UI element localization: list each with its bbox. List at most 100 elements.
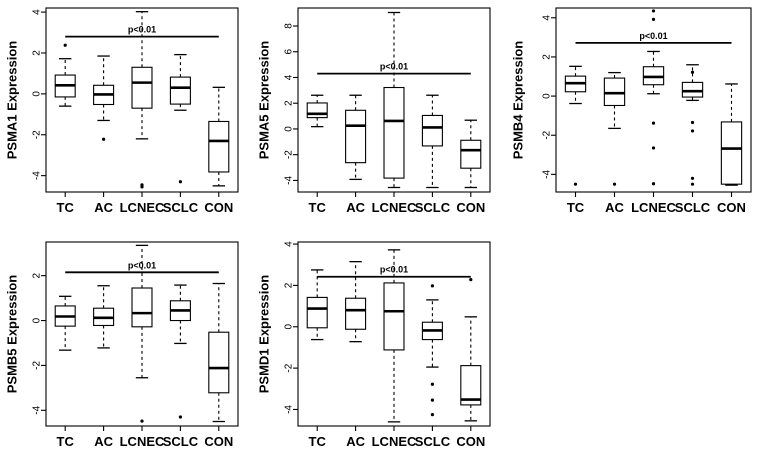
box-iqr [169, 76, 191, 105]
box-iqr [208, 331, 230, 394]
y-tick-label: -4 [284, 405, 295, 414]
x-category-label: SCLC [675, 200, 711, 215]
boxplot-sclc [421, 94, 443, 189]
outlier-point [690, 182, 695, 186]
x-category-label: SCLC [415, 434, 451, 449]
outlier-point [178, 180, 182, 184]
y-tick-label: 2 [32, 50, 43, 56]
x-category-label: CON [204, 200, 233, 215]
y-axis-title: PSMA5 Expression [257, 41, 272, 160]
y-tick-label: 2 [284, 100, 295, 106]
x-category-label: LCNEC [631, 200, 676, 215]
boxplot-lcnec [642, 9, 665, 186]
box-iqr [131, 66, 153, 109]
outlier-point [612, 182, 617, 186]
box-iqr [421, 114, 443, 147]
boxplot-lcnec [383, 249, 405, 423]
y-tick-label: 2 [32, 272, 43, 278]
y-tick-label: 2 [284, 282, 295, 288]
boxplot-con [460, 278, 482, 422]
boxplot-tc [54, 295, 76, 351]
y-tick-label: -2 [32, 361, 43, 370]
boxplot-ac [345, 94, 367, 181]
x-category-label: LCNEC [120, 434, 165, 449]
y-tick-label: -4 [32, 405, 43, 414]
x-category-label: CON [717, 200, 746, 215]
y-tick-label: 8 [284, 23, 295, 29]
box-iqr [383, 86, 405, 179]
y-tick-label: 6 [284, 49, 295, 55]
y-tick-label: 4 [284, 74, 295, 80]
box-iqr [306, 102, 328, 119]
x-category-label: TC [309, 434, 327, 449]
box-iqr [345, 109, 367, 164]
x-category-label: TC [57, 434, 75, 449]
y-tick-label: 4 [32, 9, 43, 15]
x-category-label: AC [346, 434, 365, 449]
outlier-point [651, 121, 656, 125]
outlier-point [430, 398, 434, 402]
x-category-label: TC [57, 200, 75, 215]
y-tick-label: 0 [284, 126, 295, 132]
x-category-label: LCNEC [372, 434, 417, 449]
outlier-point [430, 382, 434, 386]
boxplot-sclc [681, 64, 704, 186]
y-tick-label: -4 [542, 170, 553, 179]
y-axis-title: PSMD1 Expression [257, 275, 272, 394]
outlier-point [573, 182, 578, 186]
y-axis-title: PSMA1 Expression [5, 41, 20, 160]
y-tick-label: 0 [32, 91, 43, 97]
box-iqr [383, 282, 405, 351]
x-category-label: CON [204, 434, 233, 449]
y-tick-label: -2 [284, 150, 295, 159]
boxplot-lcnec [131, 244, 153, 423]
box-iqr [603, 77, 626, 107]
boxplot-lcnec [131, 11, 153, 189]
boxplot-con [208, 282, 230, 423]
y-tick-label: 0 [32, 317, 43, 323]
x-category-label: TC [309, 200, 327, 215]
x-category-label: CON [456, 434, 485, 449]
p-value-label: p<0.01 [128, 260, 156, 270]
x-category-label: SCLC [163, 434, 199, 449]
boxplot-lcnec [383, 11, 405, 189]
box-iqr [460, 365, 482, 406]
boxplot-con [460, 119, 482, 189]
y-tick-label: -2 [32, 130, 43, 139]
boxplot-sclc [421, 284, 443, 417]
y-tick-label: 2 [542, 54, 553, 60]
y-tick-label: -2 [284, 363, 295, 372]
outlier-point [651, 182, 656, 186]
outlier-point [651, 146, 656, 150]
outlier-point [140, 419, 144, 423]
y-axis-title: PSMB5 Expression [5, 275, 20, 394]
y-tick-label: 0 [542, 93, 553, 99]
boxplot-tc [54, 43, 76, 107]
box-iqr [208, 120, 230, 173]
x-category-label: SCLC [415, 200, 451, 215]
outlier-point [469, 278, 473, 282]
outlier-point [690, 176, 695, 180]
box-iqr [131, 287, 153, 328]
boxplot-sclc [169, 53, 191, 184]
boxplot-con [720, 83, 743, 186]
boxplot-tc [306, 94, 328, 128]
outlier-point [102, 137, 106, 141]
box-iqr [681, 81, 704, 98]
x-category-label: AC [605, 200, 624, 215]
x-category-label: AC [94, 200, 113, 215]
p-value-label: p<0.01 [639, 31, 667, 41]
boxplot-ac [603, 71, 626, 186]
outlier-point [651, 9, 656, 13]
outlier-point [63, 43, 67, 47]
outlier-point [690, 70, 695, 74]
box-iqr [306, 296, 328, 329]
box-iqr [460, 139, 482, 169]
x-category-label: AC [346, 200, 365, 215]
y-axis-title: PSMB4 Expression [511, 41, 526, 160]
